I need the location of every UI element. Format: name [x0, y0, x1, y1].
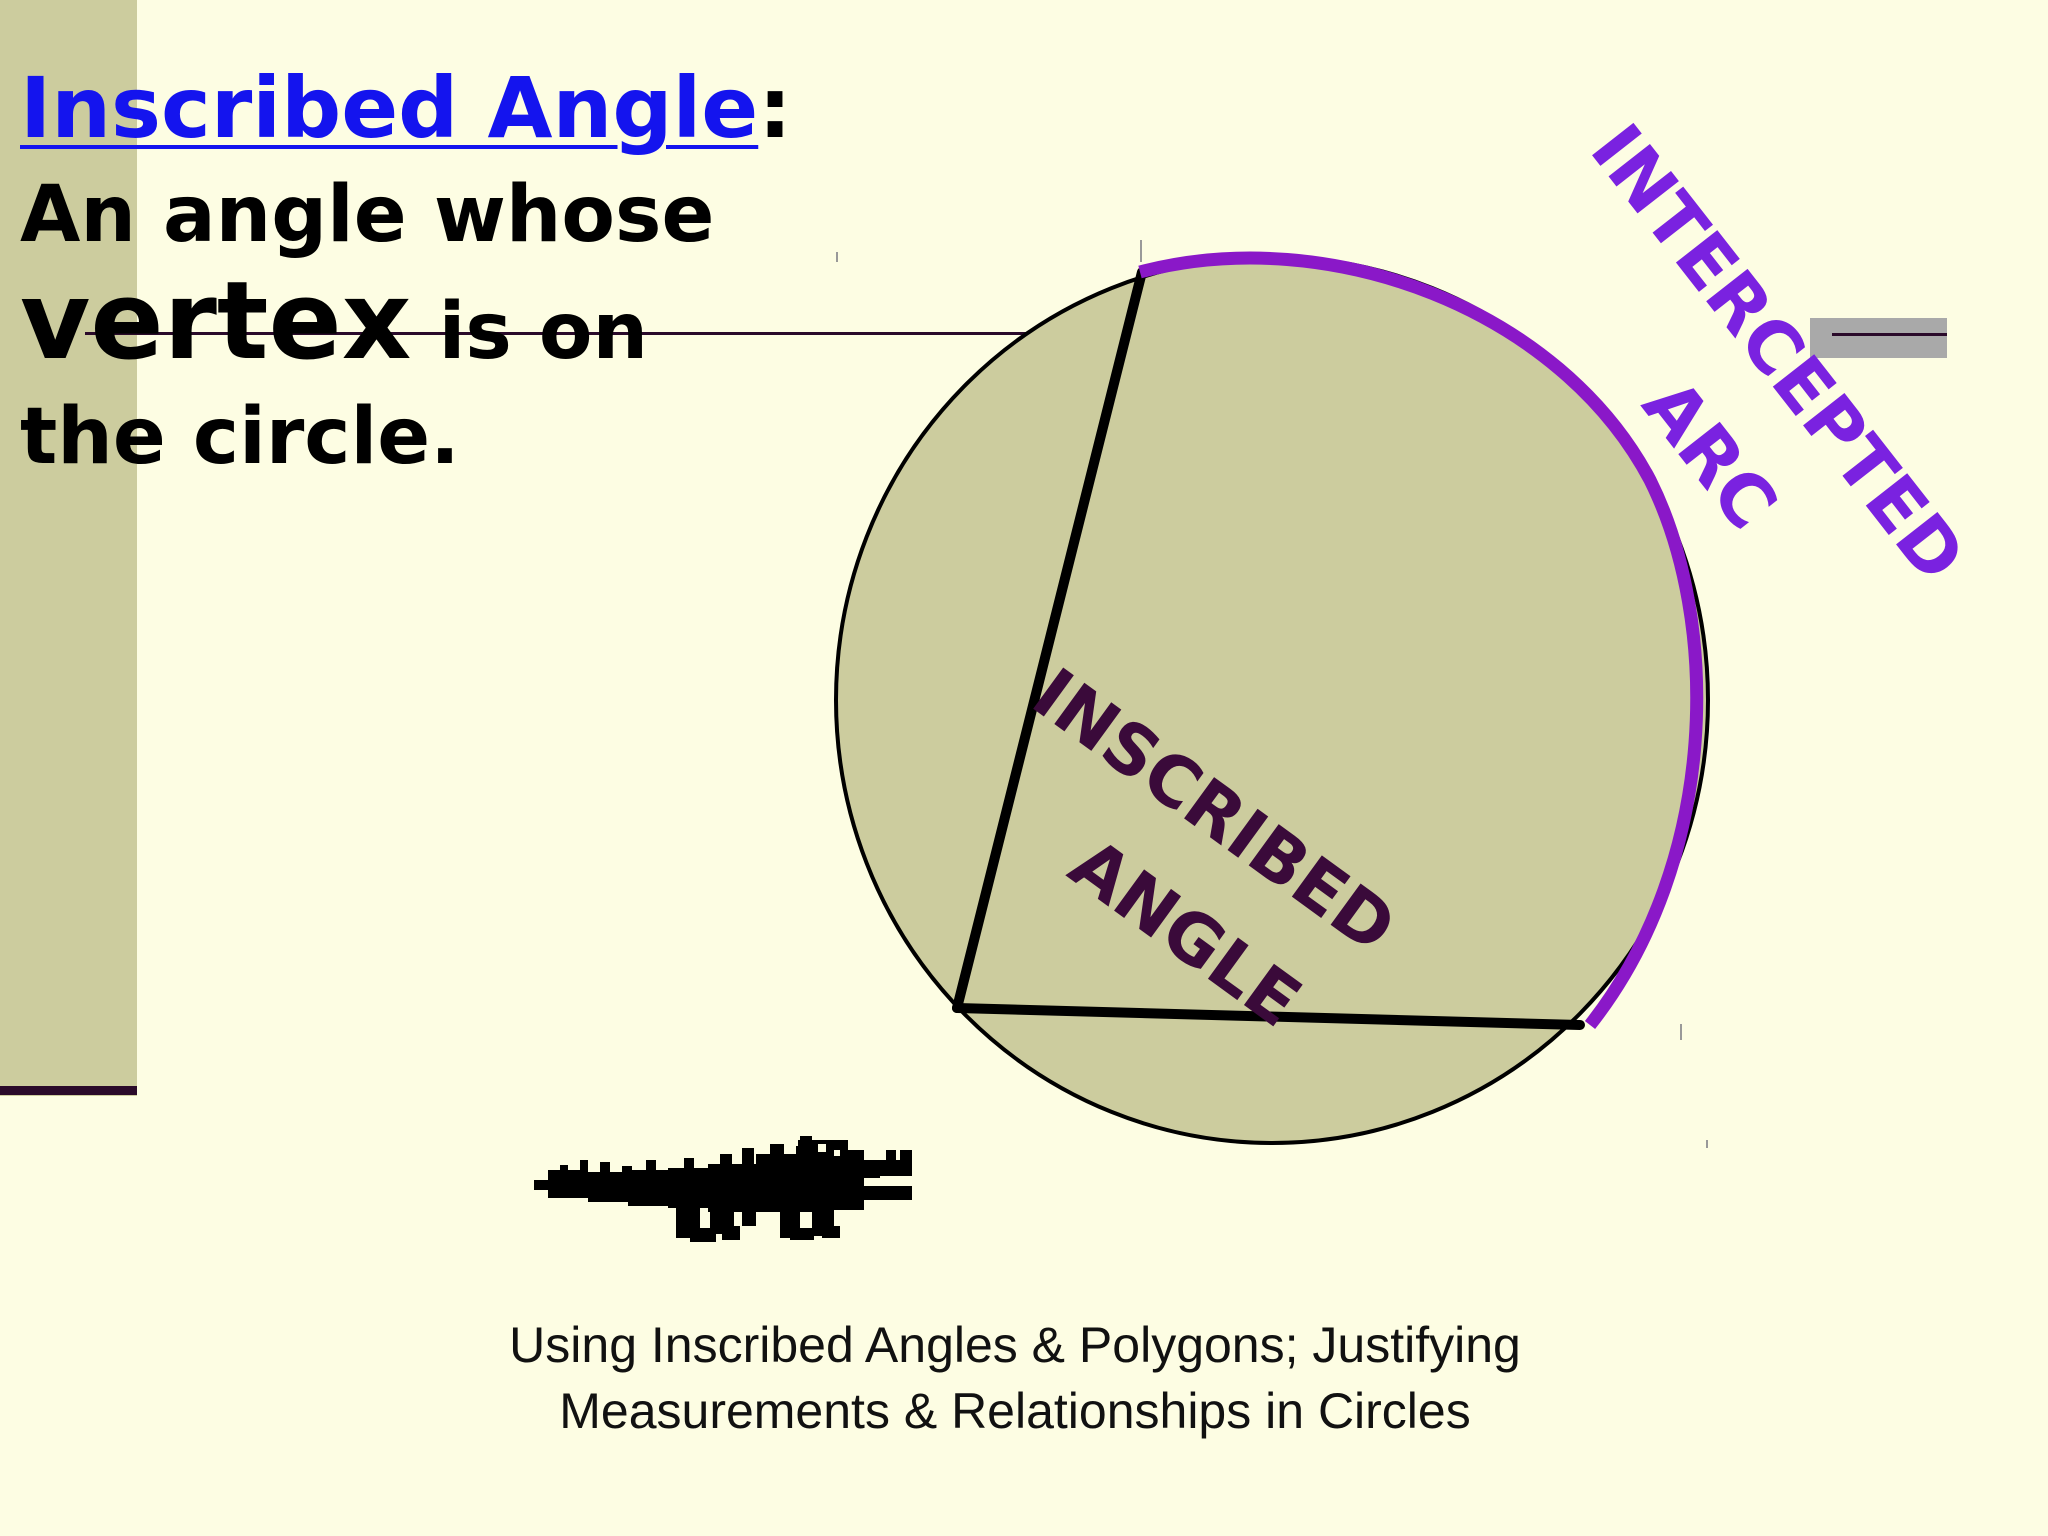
intercepted-arc: [1138, 251, 1704, 1030]
right-accent-block: [1810, 318, 1947, 358]
title-colon: :: [758, 59, 792, 157]
definition-line-2-rest: is on: [411, 287, 649, 377]
title-rule: [85, 332, 1045, 335]
vertex-word: vertex: [20, 259, 412, 384]
tick-mark: [836, 252, 838, 262]
definition-line-2: vertex is on: [20, 268, 792, 376]
alligator-icon: [534, 1136, 912, 1242]
vertex-point: [953, 1004, 961, 1012]
side-accent-bar: [0, 0, 137, 1096]
definition-line-3: the circle.: [20, 392, 460, 482]
angle-side-lower: [952, 1003, 1585, 1030]
tick-mark: [1140, 240, 1142, 262]
tick-mark: [1680, 1024, 1682, 1040]
side-accent-bar-edge: [0, 1086, 137, 1095]
tick-mark: [1706, 1140, 1708, 1148]
caption-line-1: Using Inscribed Angles & Polygons; Justi…: [509, 1317, 1521, 1373]
angle-side-upper: [952, 267, 1147, 1013]
caption-line-2: Measurements & Relationships in Circles: [559, 1383, 1471, 1439]
definition-title-line: Inscribed Angle:: [20, 66, 792, 150]
slide-caption: Using Inscribed Angles & Polygons; Justi…: [380, 1312, 1650, 1444]
definition: Inscribed Angle: An angle whose vertex i…: [20, 66, 792, 476]
definition-line-1: An angle whose: [20, 170, 715, 260]
term-inscribed-angle: Inscribed Angle: [20, 59, 759, 157]
right-accent-rule: [1832, 333, 1947, 336]
